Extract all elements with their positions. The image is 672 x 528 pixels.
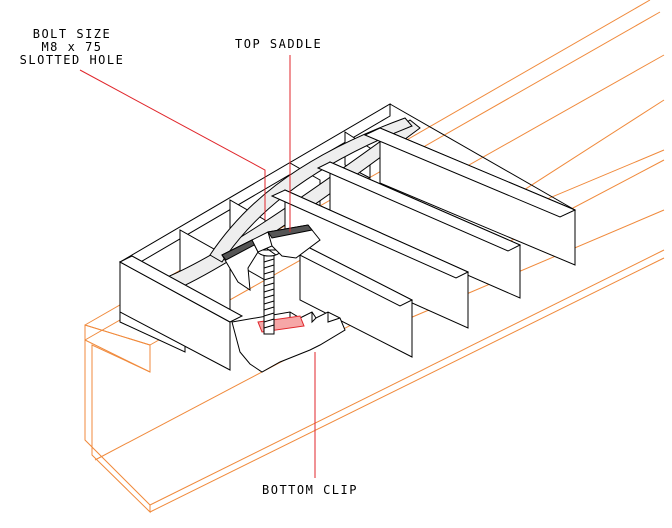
label-bolt-size-line1: BOLT SIZE xyxy=(32,27,112,41)
leader-lines xyxy=(79,55,316,478)
label-bolt-size-line2: M8 x 75 xyxy=(41,40,103,54)
grating-top-edge xyxy=(389,103,576,211)
label-bolt-size-line3: SLOTTED HOLE xyxy=(19,53,125,67)
grating-front-end-top xyxy=(118,255,244,323)
bearing-bar-1-top xyxy=(363,127,577,218)
beam-web-left xyxy=(84,324,151,514)
leader-bolt-size xyxy=(79,69,266,220)
bottom-clip xyxy=(231,311,346,373)
saddle-bridge xyxy=(251,231,273,253)
label-top-saddle: TOP SADDLE xyxy=(235,37,323,51)
beam-edge-9 xyxy=(149,257,665,513)
label-bottom-clip: BOTTOM CLIP xyxy=(262,483,358,497)
label-bolt-size: BOLT SIZE M8 x 75 SLOTTED HOLE xyxy=(2,28,142,67)
beam-end-top xyxy=(84,324,151,346)
twisted-rod-2 xyxy=(209,117,413,263)
grating-panel xyxy=(118,103,577,371)
bearing-bar-2-top xyxy=(316,161,522,252)
bolt-thread xyxy=(263,258,275,329)
beam-edge-8 xyxy=(149,249,665,506)
top-saddle xyxy=(221,224,321,291)
beam-flange-front xyxy=(84,339,151,373)
bearing-bar-3-top xyxy=(270,189,470,279)
